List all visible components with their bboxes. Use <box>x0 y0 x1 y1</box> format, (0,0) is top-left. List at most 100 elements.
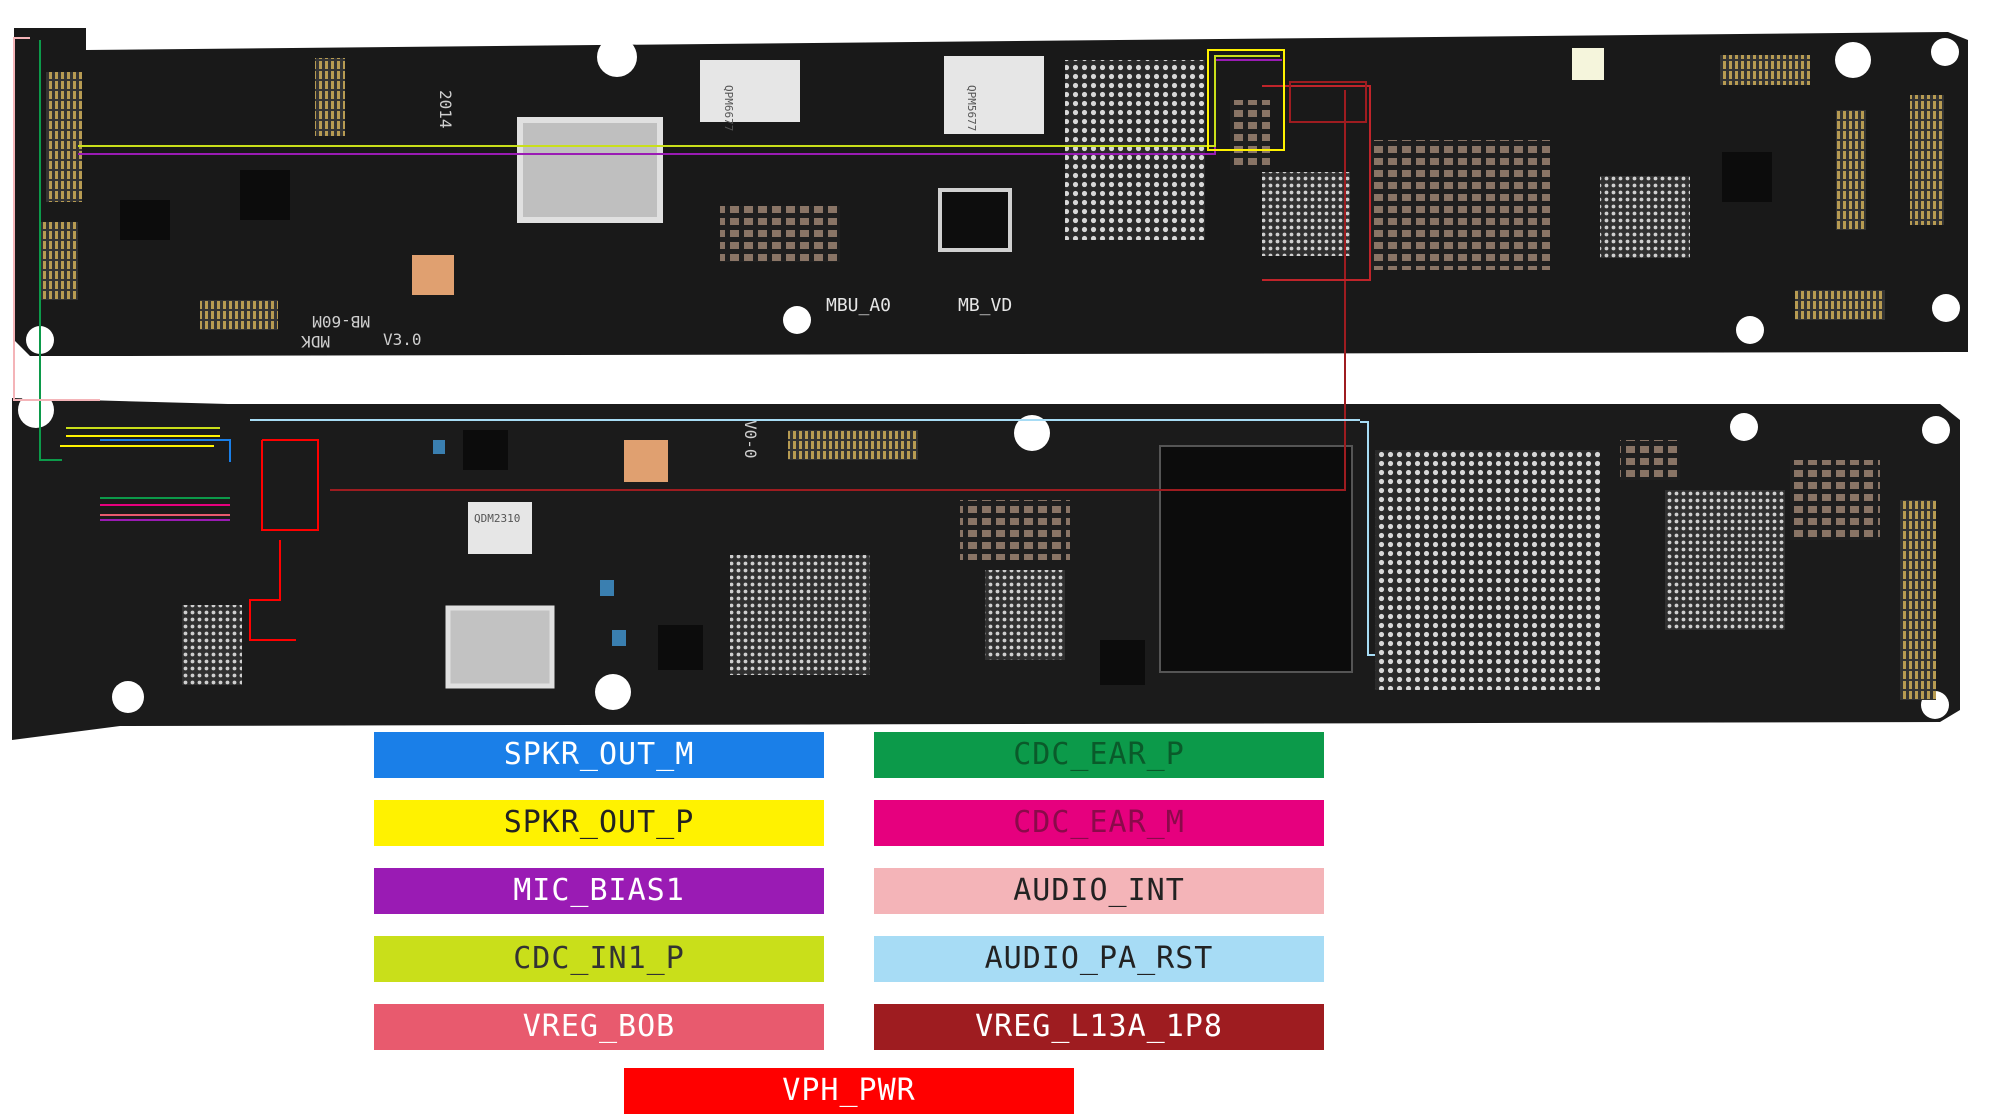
legend-item: CDC_EAR_P <box>874 732 1324 778</box>
trace-vph-pwr <box>261 439 319 531</box>
trace-cdc-in1-p <box>78 55 1280 147</box>
mount-hole <box>18 392 54 428</box>
silkscreen-lower-version: V0-0 <box>741 420 760 459</box>
chip <box>120 200 170 240</box>
legend-label: AUDIO_INT <box>1013 873 1185 908</box>
trace-vreg-l13a <box>330 90 1346 491</box>
shield-can <box>517 117 663 223</box>
passive-cluster <box>960 500 1070 560</box>
chip <box>1722 152 1772 202</box>
signal-traces <box>13 37 1375 656</box>
white-component <box>1572 48 1604 80</box>
bga-lower-4 <box>182 605 242 685</box>
pad-chip <box>624 440 668 482</box>
mount-hole <box>1931 38 1959 66</box>
mount-hole <box>1736 316 1764 344</box>
passive-cluster <box>1620 440 1680 480</box>
mount-hole <box>112 681 144 713</box>
pcb-board-diagram: 2014 MDK MB-60M V3.0 MBU_A0 MB_VD QPM667… <box>12 28 1968 740</box>
bga-lower-1 <box>730 555 870 675</box>
black-package <box>1159 445 1353 673</box>
chip-qdm2310 <box>468 502 532 554</box>
connector <box>1910 95 1944 225</box>
chip-qpm6677 <box>700 60 800 122</box>
trace-spkr-out-m <box>100 439 231 462</box>
legend-item: CDC_EAR_M <box>874 800 1324 846</box>
pad-chip <box>412 255 454 295</box>
legend-item: AUDIO_PA_RST <box>874 936 1324 982</box>
legend-item: VREG_L13A_1P8 <box>874 1004 1324 1050</box>
blue-component <box>600 580 614 596</box>
chip-qpm5677 <box>944 56 1044 134</box>
trace-audio-pa-rst <box>1360 421 1375 656</box>
mount-hole <box>783 306 811 334</box>
trace-cdc-ear-p <box>39 40 62 461</box>
connector <box>788 430 918 460</box>
chip <box>240 170 290 220</box>
chip <box>658 625 703 670</box>
connector <box>1720 55 1810 85</box>
legend-item: VPH_PWR <box>624 1068 1074 1114</box>
passive-cluster <box>720 206 840 262</box>
highlight-box <box>1207 49 1285 151</box>
passive-cluster <box>1370 140 1550 270</box>
legend-item: MIC_BIAS1 <box>374 868 824 914</box>
connector <box>1900 500 1936 700</box>
chip <box>938 188 1012 252</box>
legend-label: VREG_BOB <box>522 1009 676 1044</box>
legend-item: SPKR_OUT_M <box>374 732 824 778</box>
silkscreen-year: 2014 <box>436 90 455 129</box>
connector <box>200 300 278 330</box>
legend-item: SPKR_OUT_P <box>374 800 824 846</box>
legend-label: SPKR_OUT_M <box>503 737 695 772</box>
connector <box>315 58 345 136</box>
silkscreen-mbu: MBU_A0 <box>826 295 891 316</box>
bga-lower-2 <box>985 570 1065 660</box>
legend-item: VREG_BOB <box>374 1004 824 1050</box>
legend-item: CDC_IN1_P <box>374 936 824 982</box>
blue-component <box>612 630 626 646</box>
mount-hole <box>595 674 631 710</box>
silkscreen-mdk: MDK <box>301 332 330 351</box>
bga-memory <box>1375 450 1600 690</box>
left-connector <box>46 72 82 202</box>
chip <box>463 430 508 470</box>
trace-audio-int <box>13 37 100 401</box>
mount-hole <box>1835 42 1871 78</box>
bga-pmic <box>1262 172 1350 256</box>
chip <box>1100 640 1145 685</box>
legend-label: MIC_BIAS1 <box>513 873 685 908</box>
mount-hole <box>597 37 637 77</box>
legend-label: VPH_PWR <box>782 1073 916 1108</box>
passive-cluster <box>1790 460 1880 540</box>
legend-label: CDC_EAR_M <box>1013 805 1185 840</box>
mount-hole <box>1730 413 1758 441</box>
shield-can <box>445 605 555 689</box>
bga-module <box>1600 176 1690 258</box>
legend-label: SPKR_OUT_P <box>503 805 695 840</box>
bga-lower-3 <box>1665 490 1785 630</box>
blue-component <box>433 440 445 454</box>
mount-hole <box>1932 294 1960 322</box>
legend-label: CDC_EAR_P <box>1013 737 1185 772</box>
legend-label: AUDIO_PA_RST <box>984 941 1214 976</box>
highlight-box <box>1289 81 1367 123</box>
left-connector <box>40 222 78 300</box>
chip-marking-a: QPM6677 <box>722 85 735 131</box>
passive-cluster <box>1230 100 1270 170</box>
silkscreen-mb-code: MB-60M <box>312 312 370 331</box>
legend-label: CDC_IN1_P <box>513 941 685 976</box>
trace-vph-pwr-2 <box>249 540 296 641</box>
trace-vreg-l13a-2 <box>1262 85 1371 281</box>
mount-hole <box>1922 416 1950 444</box>
lower-board: QDM2310 V0-0 <box>12 392 1960 740</box>
connector <box>1836 110 1866 230</box>
legend-item: AUDIO_INT <box>874 868 1324 914</box>
connector <box>1795 290 1885 320</box>
chip-marking-b: QPM5677 <box>965 85 978 131</box>
mount-hole <box>1014 415 1050 451</box>
upper-board: 2014 MDK MB-60M V3.0 MBU_A0 MB_VD QPM667… <box>14 28 1968 356</box>
silkscreen-mb-vd: MB_VD <box>958 295 1012 316</box>
bga-processor <box>1065 60 1205 240</box>
silkscreen-version: V3.0 <box>383 330 422 349</box>
